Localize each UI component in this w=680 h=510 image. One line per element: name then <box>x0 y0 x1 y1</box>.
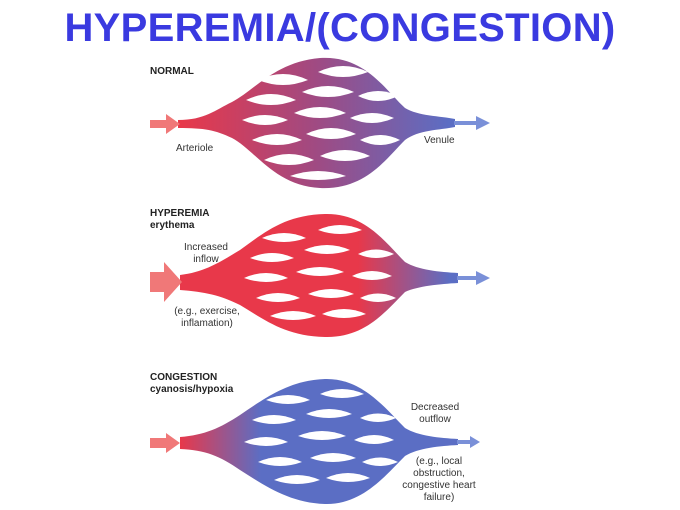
increased-inflow-label: Increased inflow <box>184 242 228 265</box>
normal-inflow-arrow <box>150 114 180 134</box>
hyperemia-heading: HYPEREMIA <box>150 208 210 219</box>
normal-vessel-gaps <box>242 66 400 180</box>
hyperemia-outflow-arrow <box>457 271 490 285</box>
hyperemia-vascular-bed <box>150 213 490 338</box>
hyperemia-examples-label: (e.g., exercise, inflamation) <box>174 306 240 329</box>
congestion-vessel-network <box>180 378 458 505</box>
venule-label: Venule <box>424 135 455 146</box>
congestion-examples-label: (e.g., local obstruction, congestive hea… <box>402 456 476 503</box>
hyperemia-vessel-gaps <box>244 225 396 320</box>
congestion-inflow-arrow <box>150 433 180 453</box>
normal-vascular-bed <box>150 57 490 189</box>
congestion-vascular-bed <box>150 378 480 505</box>
normal-heading: NORMAL <box>150 66 194 77</box>
hyperemia-inflow-arrow <box>150 262 182 302</box>
cyanosis-hypoxia-subheading: cyanosis/hypoxia <box>150 384 234 395</box>
normal-vessel-network <box>178 57 455 189</box>
congestion-heading: CONGESTION <box>150 372 218 383</box>
arteriole-label: Arteriole <box>176 143 214 154</box>
normal-outflow-arrow <box>454 116 490 130</box>
decreased-outflow-label: Decreased outflow <box>410 402 460 425</box>
congestion-outflow-arrow <box>457 436 480 448</box>
slide-title: HYPEREMIA/(CONGESTION) <box>64 6 616 50</box>
congestion-vessel-gaps <box>244 389 398 484</box>
erythema-subheading: erythema <box>150 220 195 231</box>
